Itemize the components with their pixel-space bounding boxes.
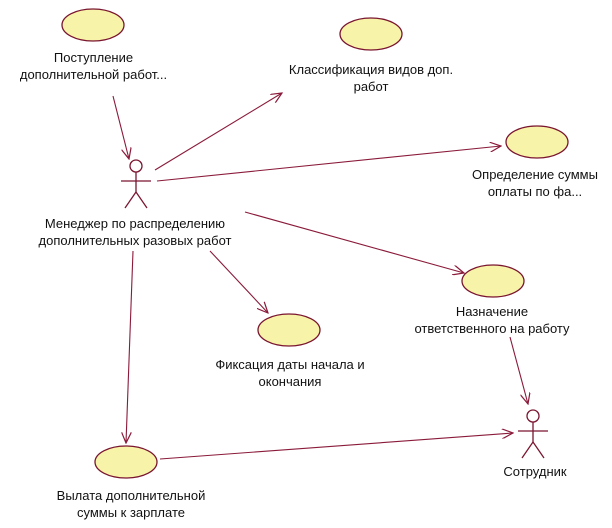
usecase-payment-label: Определение суммы оплаты по фа... — [472, 167, 598, 199]
relation-manager-to-payment — [156, 146, 501, 182]
relation-incoming-to-manager — [112, 95, 129, 159]
usecase-fixdates-ellipse[interactable] — [257, 313, 321, 347]
relation-manager-to-salary — [126, 250, 134, 443]
actor-employee-figure[interactable] — [518, 409, 548, 459]
usecase-assign-label: Назначение ответственного на работу — [414, 304, 570, 336]
relation-assign-to-employee — [509, 336, 528, 404]
usecase-salary-label: Вылата дополнительной суммы к зарплате — [56, 488, 206, 520]
actor-employee-label: Сотрудник — [503, 464, 567, 479]
usecase-salary-ellipse[interactable] — [94, 445, 158, 479]
usecase-payment-ellipse[interactable] — [505, 125, 569, 159]
relation-manager-to-fixdates — [209, 250, 268, 313]
relation-manager-to-classify — [154, 93, 282, 171]
usecase-assign-ellipse[interactable] — [461, 264, 525, 298]
actor-manager-figure[interactable] — [121, 159, 151, 209]
usecase-fixdates-label: Фиксация даты начала и окончания — [215, 357, 365, 389]
relation-manager-to-assign — [244, 211, 464, 273]
usecase-classify-label: Классификация видов доп. работ — [288, 62, 454, 94]
usecase-incoming-ellipse[interactable] — [61, 8, 125, 42]
usecase-incoming-label: Поступление дополнительной работ... — [19, 50, 168, 82]
actor-manager-label: Менеджер по распределению дополнительных… — [38, 216, 232, 248]
relation-salary-to-employee — [159, 433, 513, 460]
usecase-classify-ellipse[interactable] — [339, 17, 403, 51]
